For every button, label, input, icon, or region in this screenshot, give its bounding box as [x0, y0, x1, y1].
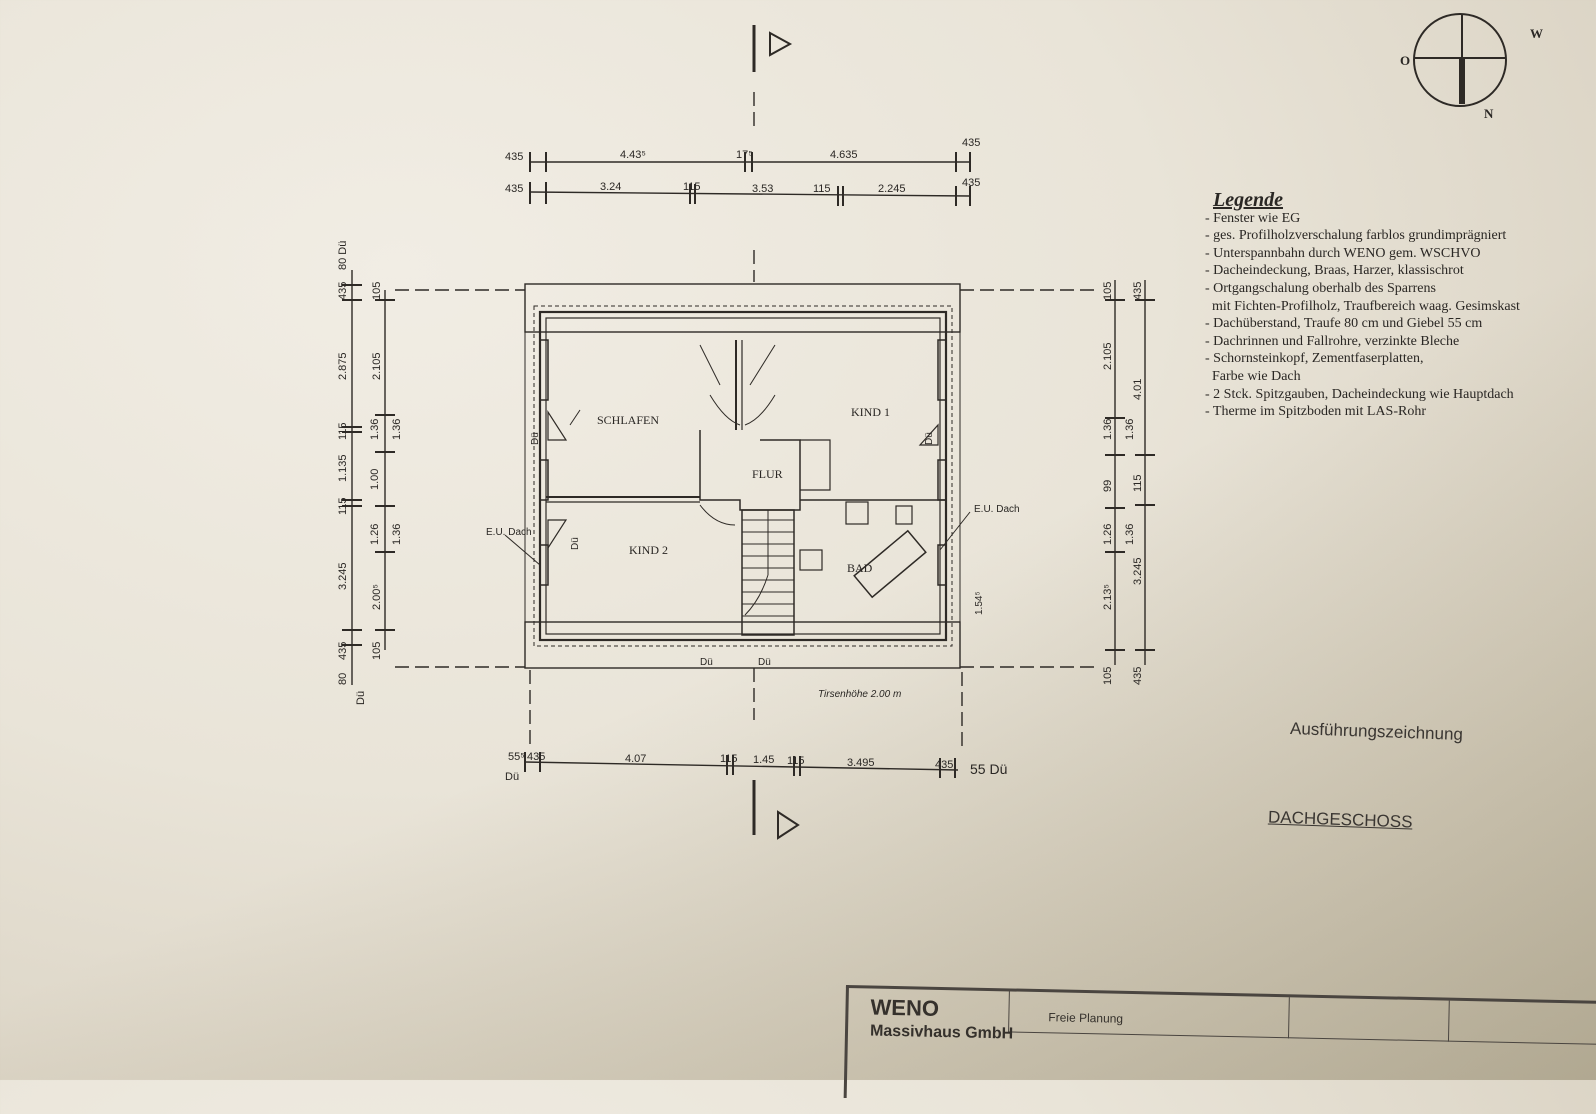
annot-dh-4: Dü	[570, 537, 581, 550]
tb-cell-plan	[1287, 997, 1450, 1042]
dim-right-in-6: 1.36	[1124, 524, 1136, 545]
legend-item: - Schornsteinkopf, Zementfaserplatten,	[1205, 351, 1424, 367]
dim-left-7: 80	[337, 673, 349, 685]
dim-top2-5: 2.245	[878, 183, 906, 195]
room-flur: FLUR	[752, 467, 783, 481]
legend-title: Legende	[1213, 189, 1283, 211]
dim-right-in-7: 2.13⁵	[1102, 584, 1114, 610]
dim-left-in-7: 2.00⁵	[371, 584, 383, 610]
dim-right-0: 435	[1132, 282, 1144, 300]
annot-eu-dach-right: E.U. Dach	[974, 504, 1020, 515]
floor-plan-drawing: 435 4.43⁵ 17⁵ 4.635 435 435 3.24 115 3.5…	[337, 13, 1543, 840]
dim-left-in-0: 105	[371, 282, 383, 300]
dim-left-in-6: 1.36	[391, 524, 403, 545]
dim-bot-6: 3.495	[847, 757, 875, 769]
title-block: WENO Massivhaus GmbH Freie Planung	[843, 985, 1596, 1114]
dim-right-in-8: 105	[1102, 667, 1114, 685]
legend-item: - Dachüberstand, Traufe 80 cm und Giebel…	[1205, 316, 1483, 332]
dim-right-in-4: 99	[1102, 480, 1114, 492]
legend-item: - Dachrinnen und Fallrohre, verzinkte Bl…	[1205, 333, 1460, 349]
annot-eu-dach-left: E.U. Dach	[486, 527, 532, 538]
legend-item: - 2 Stck. Spitzgauben, Dacheindeckung wi…	[1205, 386, 1514, 402]
tb-company-2: Massivhaus GmbH	[869, 1022, 1014, 1043]
tb-project: Freie Planung	[1048, 1010, 1124, 1026]
annot-dh-3: Dü	[530, 432, 541, 445]
dim-left-in-3: 1.36	[391, 419, 403, 440]
dim-right-in-5: 1.26	[1102, 524, 1114, 545]
room-kind2: KIND 2	[629, 543, 668, 557]
dim-bot-1: 435	[527, 751, 545, 763]
dim-left-in-8: 105	[371, 642, 383, 660]
dim-bot-extra: Dü	[505, 771, 519, 783]
dim-left-in-4: 1.00	[369, 469, 381, 490]
dim-bot-0: 55⁵	[508, 751, 525, 763]
dim-top1-0: 435	[505, 151, 523, 163]
legend-item: - Ortgangschalung oberhalb des Sparrens	[1205, 280, 1436, 296]
room-schlafen: SCHLAFEN	[597, 413, 659, 427]
annot-dh-2: Dü	[758, 657, 771, 668]
dim-top1-2: 17⁵	[736, 149, 753, 161]
dim-left-in-5: 1.26	[369, 524, 381, 545]
dim-left-9: Dü	[355, 691, 367, 705]
legend-item: - Unterspannbahn durch WENO gem. WSCHVO	[1205, 245, 1481, 261]
legend-item: mit Fichten-Profilholz, Traufbereich waa…	[1205, 298, 1520, 314]
dim-right-in-3: 1.36	[1124, 419, 1136, 440]
legend-item: - Dacheindeckung, Braas, Harzer, klassis…	[1205, 263, 1464, 279]
dim-bot-2: 4.07	[625, 753, 646, 765]
dim-top2-2: 115	[683, 181, 701, 193]
dim-bot-7: 435	[935, 759, 953, 771]
dim-top2-1: 3.24	[600, 181, 621, 193]
legend: Legende - Fenster wie EG - ges. Profilho…	[1205, 189, 1585, 421]
dim-left-1: 80 Dü	[337, 241, 349, 270]
annot-dh-5: Dü	[924, 432, 935, 445]
legend-item: - ges. Profilholzverschalung farblos gru…	[1205, 228, 1507, 244]
dim-right-1: 4.01	[1132, 379, 1144, 400]
dim-right-in-1: 2.105	[1102, 342, 1114, 370]
dim-left-0: 435	[337, 282, 349, 300]
annot-firsthoehe: Tirsenhöhe 2.00 m	[818, 689, 901, 700]
legend-item: - Therme im Spitzboden mit LAS-Rohr	[1205, 404, 1426, 420]
compass-east: O	[1400, 53, 1410, 68]
dim-bot-4: 1.45	[753, 754, 774, 766]
dim-right-in-2: 1.36	[1102, 419, 1114, 440]
dim-left-in-1: 2.105	[371, 352, 383, 380]
compass-west: W	[1530, 26, 1543, 41]
dim-top2-4: 115	[813, 183, 831, 195]
room-bad: BAD	[847, 561, 873, 575]
dim-left-4: 1.135	[337, 454, 349, 482]
tb-cell-number	[1447, 1000, 1596, 1045]
dim-bot-8: 55 Dü	[970, 761, 1007, 777]
dim-top2-0: 435	[505, 183, 523, 195]
dim-left-8: 435	[337, 642, 349, 660]
annot-dim-154: 1.54⁵	[974, 591, 985, 615]
dim-left-5: 115	[337, 497, 349, 515]
dim-right-4: 435	[1132, 667, 1144, 685]
dim-right-in-0: 105	[1102, 282, 1114, 300]
tb-company-1: WENO	[870, 994, 940, 1021]
dim-top2-6: 435	[962, 177, 980, 189]
legend-item: - Fenster wie EG	[1205, 210, 1301, 226]
compass-north: N	[1484, 106, 1494, 121]
room-kind1: KIND 1	[851, 405, 890, 419]
dim-top1-3: 4.635	[830, 149, 858, 161]
dim-top1-4: 435	[962, 137, 980, 149]
dim-right-3: 3.245	[1132, 557, 1144, 585]
dim-left-6: 3.245	[337, 562, 349, 590]
dim-left-2: 2.875	[337, 352, 349, 380]
annot-dh-1: Dü	[700, 657, 713, 668]
dim-top1-1: 4.43⁵	[620, 149, 646, 161]
dim-bot-5: 115	[787, 755, 805, 767]
dim-top2-3: 3.53	[752, 183, 773, 195]
dim-right-2: 115	[1132, 474, 1144, 492]
dim-left-in-2: 1.36	[369, 419, 381, 440]
dim-left-3: 115	[337, 422, 349, 440]
dim-bot-3: 115	[720, 753, 738, 765]
legend-item: Farbe wie Dach	[1205, 368, 1301, 384]
